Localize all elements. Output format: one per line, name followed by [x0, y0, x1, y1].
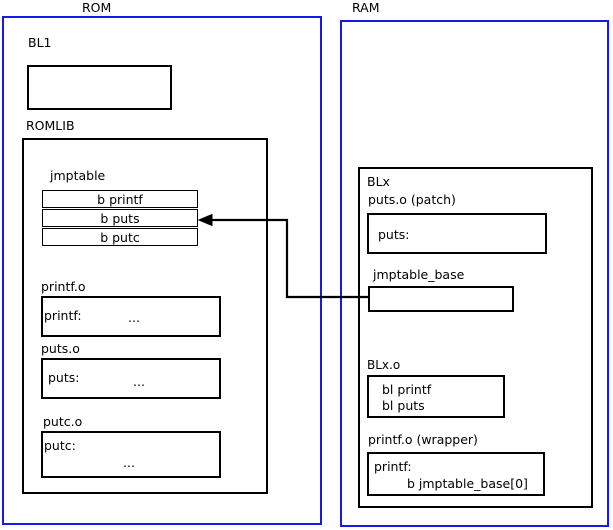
puts-patch-symbol: puts: [378, 227, 410, 242]
romlib-object-label-printf-o: printf.o [41, 279, 86, 294]
romlib-object-symbol-puts: puts: [48, 370, 80, 385]
romlib-object-box-printf-o: printf: ... [41, 296, 221, 337]
romlib-object-symbol-printf: printf: [44, 308, 82, 323]
jmptable-entry-2[interactable]: b putc [42, 228, 198, 246]
ram-region-label: RAM [352, 0, 380, 15]
romlib-object-label-putc-o: putc.o [43, 414, 83, 429]
printf-wrapper-label: printf.o (wrapper) [368, 432, 478, 447]
printf-wrapper-symbol: printf: [374, 459, 412, 474]
blx-o-line-0: bl printf [382, 382, 432, 397]
jmptable-base-label: jmptable_base [373, 267, 465, 282]
bl1-box [27, 65, 172, 110]
romlib-object-body-putc: ... [123, 455, 135, 470]
romlib-object-body-printf: ... [128, 310, 140, 325]
rom-region-label: ROM [82, 0, 112, 15]
romlib-object-label-puts-o: puts.o [41, 341, 80, 356]
romlib-object-body-puts: ... [133, 374, 145, 389]
jmptable-label: jmptable [50, 168, 106, 183]
jmptable-entry-1[interactable]: b puts [42, 209, 198, 227]
printf-wrapper-instruction: b jmptable_base[0] [407, 476, 528, 491]
bl1-label: BL1 [28, 35, 52, 50]
romlib-object-box-puts-o: puts: ... [41, 358, 221, 399]
blx-o-box: bl printf bl puts [367, 375, 505, 418]
romlib-object-box-putc-o: putc: ... [41, 431, 221, 478]
jmptable-base-box[interactable] [368, 286, 514, 312]
jmptable-entry-0[interactable]: b printf [42, 190, 198, 208]
blx-o-label: BLx.o [367, 358, 401, 372]
puts-patch-label: puts.o (patch) [368, 192, 456, 207]
puts-patch-box: puts: [367, 213, 547, 254]
romlib-label: ROMLIB [26, 118, 75, 133]
romlib-object-symbol-putc: putc: [44, 438, 76, 453]
blx-label: BLx [367, 174, 390, 189]
printf-wrapper-box: printf: b jmptable_base[0] [367, 452, 545, 496]
blx-o-line-1: bl puts [382, 398, 425, 413]
